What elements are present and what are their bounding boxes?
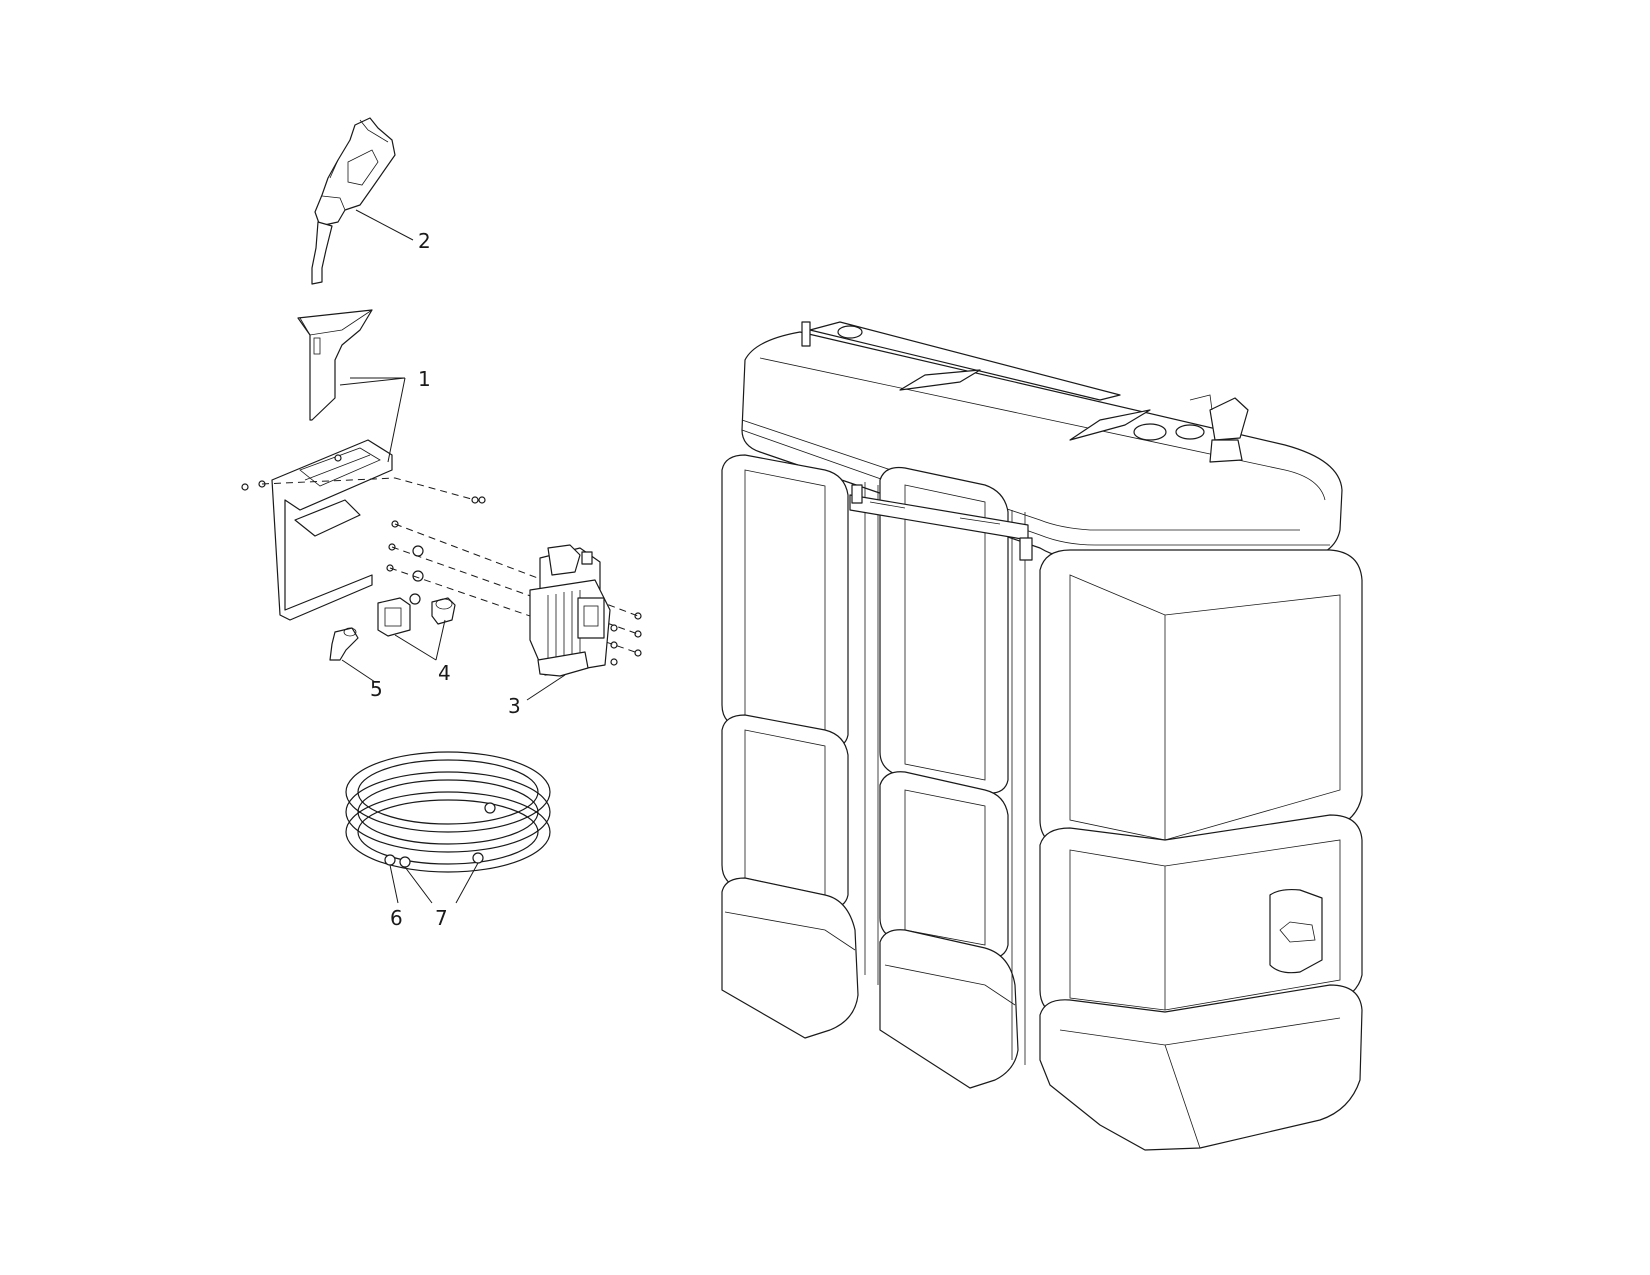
fuel-nozzle	[311, 117, 396, 285]
callout-5: 5	[370, 677, 383, 701]
leader-2	[355, 209, 414, 241]
hose-coil	[345, 751, 551, 873]
filter-assembly	[377, 597, 456, 637]
leader-7	[404, 862, 479, 904]
callout-3: 3	[508, 694, 521, 718]
leader-6	[389, 864, 399, 904]
callout-1: 1	[418, 367, 431, 391]
callout-7: 7	[435, 906, 448, 930]
leader-5	[341, 659, 376, 683]
mounting-bracket	[271, 439, 393, 621]
callout-6: 6	[390, 906, 403, 930]
callout-2: 2	[418, 229, 431, 253]
leader-1b	[339, 377, 406, 463]
leader-4	[394, 619, 446, 661]
leader-3	[526, 674, 566, 701]
assembly-line-1	[261, 477, 476, 501]
fasteners	[241, 454, 642, 666]
nozzle-holster	[297, 309, 373, 421]
elbow-fitting	[329, 627, 359, 661]
transfer-pump	[529, 544, 611, 677]
storage-tank	[721, 321, 1363, 1151]
callout-4: 4	[438, 661, 451, 685]
